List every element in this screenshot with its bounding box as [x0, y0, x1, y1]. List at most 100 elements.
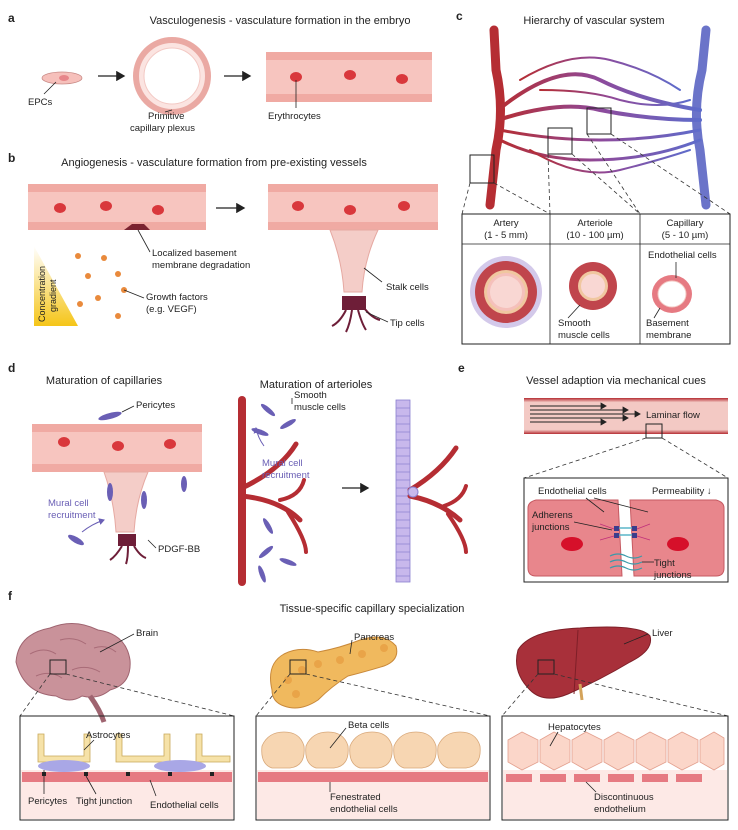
label-capillary-plexus: capillary plexus — [130, 123, 195, 134]
astrocytes — [37, 733, 231, 763]
artery-cross-section — [470, 256, 542, 328]
label-hepatocytes: Hepatocytes — [548, 722, 601, 733]
zoom-box-capillary — [586, 107, 612, 135]
label-fenestrated-endo: endothelial cells — [330, 804, 398, 815]
tip-cell — [331, 307, 381, 333]
label-primitive: Primitive — [148, 111, 184, 122]
label-concentration: Concentration — [37, 266, 47, 322]
panel-d-title-left: Maturation of capillaries — [46, 375, 163, 387]
beta-cells — [261, 731, 481, 769]
panel-d: d Maturation of capillaries Maturation o… — [8, 361, 468, 586]
erythrocyte — [290, 72, 302, 82]
panel-b: b Angiogenesis - vasculature formation f… — [8, 151, 438, 333]
label-tight-junction-f: Tight junction — [76, 796, 132, 807]
smooth-muscle-cells-free — [251, 403, 297, 583]
nucleus-right — [667, 537, 689, 551]
label-discontinuous: Discontinuous — [594, 792, 654, 803]
label-beta-cells: Beta cells — [348, 720, 389, 731]
label-endothelial-e: Endothelial cells — [538, 486, 607, 497]
label-liver: Liver — [652, 628, 673, 639]
zoom-box-artery — [469, 154, 495, 184]
panel-letter-b: b — [8, 151, 15, 165]
panel-c-title: Hierarchy of vascular system — [523, 15, 664, 27]
label-pericytes-f: Pericytes — [28, 796, 67, 807]
panel-f: f Tissue-specific capillary specializati… — [8, 589, 729, 821]
tight-junctions — [609, 553, 643, 571]
label-stalk: Stalk cells — [386, 282, 429, 293]
erythrocyte — [396, 74, 408, 84]
label-endothelial-f: Endothelial cells — [150, 800, 219, 811]
zoom-box-liver — [537, 659, 555, 675]
table-capillary-size: (5 - 10 µm) — [662, 230, 709, 241]
label-endothelial-c: Endothelial cells — [648, 250, 717, 261]
zoom-box-arteriole — [547, 127, 573, 155]
label-smooth-d: Smooth — [294, 390, 327, 401]
capillary-cross-section — [652, 275, 692, 313]
zoom-box-e — [645, 423, 663, 439]
label-fenestrated: Fenestrated — [330, 792, 381, 803]
panel-e-title: Vessel adaption via mechanical cues — [526, 375, 706, 387]
pancreas-detail-box — [255, 715, 491, 821]
vessel-table — [461, 213, 731, 345]
table-artery-name: Artery — [493, 218, 519, 229]
label-mural-2: Mural cell — [262, 458, 303, 469]
label-localized: Localized basement — [152, 248, 237, 259]
pancreas-illustration — [270, 636, 398, 709]
label-vegf: (e.g. VEGF) — [146, 304, 197, 315]
label-laminar: Laminar flow — [646, 410, 700, 421]
panel-letter-f: f — [8, 589, 13, 603]
sprout — [329, 229, 379, 293]
label-astrocytes: Astrocytes — [86, 730, 131, 741]
erythrocyte — [344, 70, 356, 80]
brain-illustration — [15, 623, 131, 723]
liver-detail-box — [501, 715, 729, 821]
label-adherens-junctions: junctions — [531, 522, 570, 533]
label-muscle-cells: muscle cells — [558, 330, 610, 341]
label-recruitment-2: recruitment — [262, 470, 310, 481]
concentration-gradient — [34, 246, 78, 326]
degradation-site — [124, 224, 150, 230]
table-artery-size: (1 - 5 mm) — [484, 230, 528, 241]
panel-a-title: Vasculogenesis - vasculature formation i… — [150, 15, 411, 27]
panel-c: c Hierarchy of vascular system Artery (1… — [456, 9, 731, 345]
label-mural-1: Mural cell — [48, 498, 89, 509]
panel-letter-c: c — [456, 9, 463, 23]
nucleus-left — [561, 537, 583, 551]
endothelium-liver — [506, 774, 702, 782]
table-arteriole-size: (10 - 100 µm) — [566, 230, 623, 241]
main-vein — [691, 25, 711, 210]
label-pericytes-d: Pericytes — [136, 400, 175, 411]
main-artery — [485, 25, 505, 210]
label-erythrocytes: Erythrocytes — [268, 111, 321, 122]
label-gradient: gradient — [48, 279, 58, 312]
brain-detail-box — [19, 715, 235, 821]
label-pancreas: Pancreas — [354, 632, 394, 643]
panel-b-title: Angiogenesis - vasculature formation fro… — [61, 157, 367, 169]
panel-letter-e: e — [458, 361, 465, 375]
pericytes — [68, 411, 187, 546]
adherens-junctions — [599, 523, 651, 541]
endothelium-pancreas — [258, 772, 488, 782]
junction-box — [523, 477, 729, 583]
panel-e: e Vessel adaption via mechanical cues La… — [458, 361, 729, 583]
label-brain: Brain — [136, 628, 158, 639]
label-tight: Tight — [654, 558, 675, 569]
panel-a: a Vasculogenesis - vasculature formation… — [8, 11, 432, 134]
flow-arrows — [530, 402, 641, 426]
table-capillary-name: Capillary — [667, 218, 704, 229]
label-growth-factors: Growth factors — [146, 292, 208, 303]
panel-letter-a: a — [8, 11, 15, 25]
label-discontinuous-endo: endothelium — [594, 804, 646, 815]
pericyte-f — [38, 760, 90, 772]
label-tip: Tip cells — [390, 318, 425, 329]
zoom-box-brain — [49, 659, 67, 675]
hepatocytes — [507, 731, 725, 771]
vascular-branches — [496, 56, 702, 174]
zoom-box-pancreas — [289, 659, 307, 675]
label-muscle-d: muscle cells — [294, 402, 346, 413]
label-degradation: membrane degradation — [152, 260, 250, 271]
label-pdgf: PDGF-BB — [158, 544, 200, 555]
endothelium-brain — [22, 772, 232, 782]
table-arteriole-name: Arteriole — [577, 218, 612, 229]
